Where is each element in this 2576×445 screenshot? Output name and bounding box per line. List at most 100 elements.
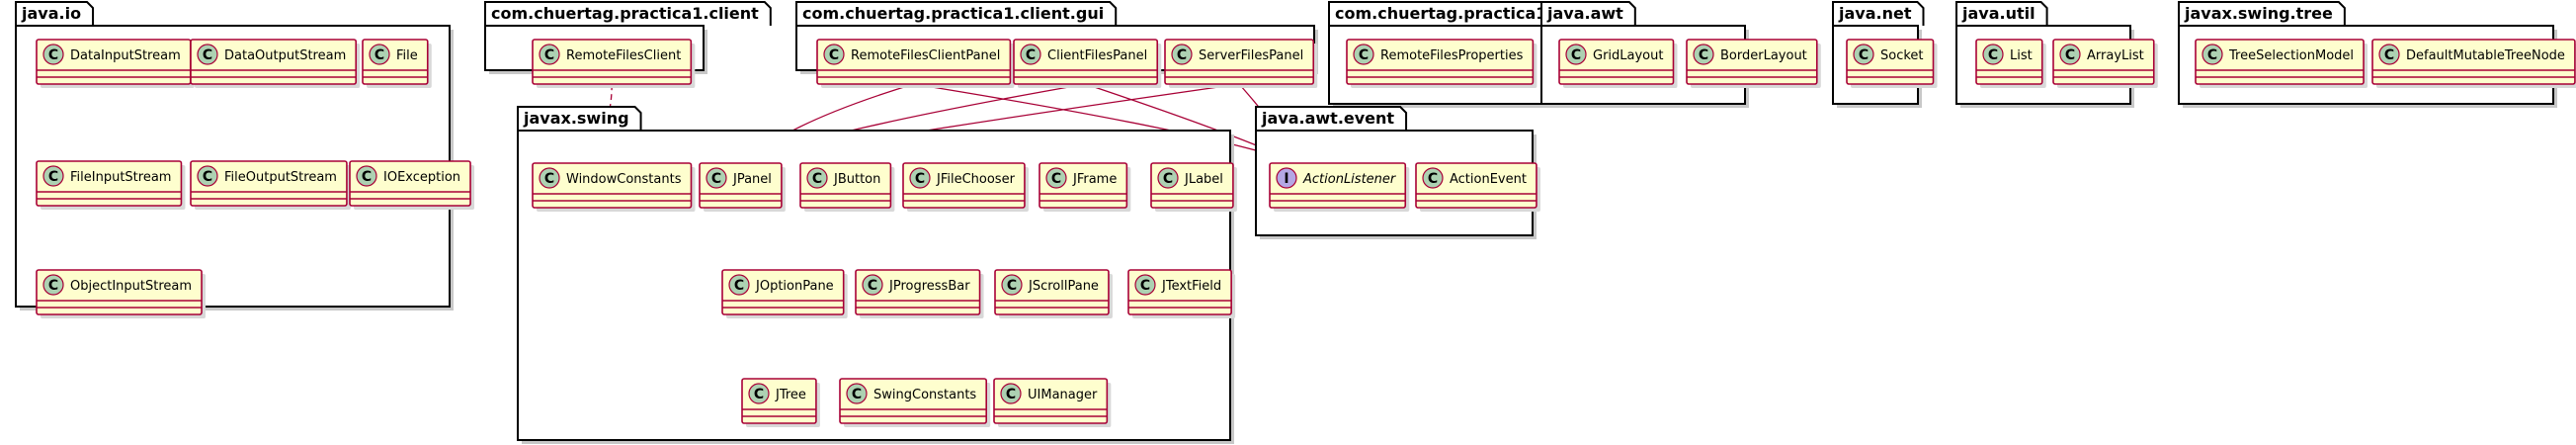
badge-letter: C: [1006, 387, 1016, 402]
class-badge-icon: [539, 44, 560, 65]
class-name: ObjectInputStream: [70, 279, 192, 294]
class-box: [1269, 162, 1407, 209]
badge-letter: C: [734, 278, 744, 294]
class-badge-icon: [1134, 274, 1156, 296]
package-label: com.chuertag.practica1: [1335, 4, 1546, 23]
badge-letter: C: [868, 278, 877, 294]
badge-letter: C: [1359, 47, 1369, 63]
package-tab: [15, 1, 95, 26]
class-name: RemoteFilesClient: [566, 48, 681, 63]
badge-letter: C: [1571, 47, 1581, 63]
class-name: FileInputStream: [70, 170, 171, 185]
class-box: [190, 39, 358, 85]
class-box: [839, 378, 988, 424]
class-badge-icon: [1353, 44, 1374, 65]
package-label: javax.swing: [523, 109, 629, 128]
badge-letter: C: [1007, 278, 1017, 294]
package-label: com.chuertag.practica1.client: [491, 4, 759, 23]
package-label: java.awt.event: [1261, 109, 1394, 128]
class-name: ArrayList: [2087, 48, 2144, 63]
class-name: JFileChooser: [936, 172, 1016, 187]
class-badge-icon: [42, 274, 64, 296]
class-badge-icon: [748, 383, 770, 404]
class-name: GridLayout: [1593, 48, 1663, 63]
class-name: JFrame: [1072, 172, 1117, 187]
class-jtext-field[interactable]: JTextField C: [1127, 269, 1236, 318]
badge-letter: C: [852, 387, 862, 402]
class-name: JTextField: [1161, 279, 1221, 294]
class-remote-files-properties[interactable]: RemoteFilesProperties C: [1346, 39, 1537, 88]
package-tab: [1540, 1, 1636, 26]
class-box: [1164, 39, 1315, 85]
class-box: [855, 269, 981, 315]
class-box: [36, 160, 183, 207]
class-name: UIManager: [1028, 388, 1098, 402]
class-array-list[interactable]: ArrayList C: [2052, 39, 2158, 88]
class-badge-icon: [1000, 383, 1022, 404]
class-jframe[interactable]: JFrame C: [1039, 162, 1131, 212]
class-name: Socket: [1880, 48, 1924, 63]
package-tab: [795, 1, 1118, 26]
class-name: RemoteFilesProperties: [1380, 48, 1524, 63]
class-badge-icon: [539, 167, 560, 189]
class-badge-icon: [1171, 44, 1193, 65]
badge-letter: C: [544, 47, 554, 63]
badge-letter: C: [829, 47, 839, 63]
class-file[interactable]: FileC: [362, 39, 432, 88]
class-name: JTree: [775, 388, 806, 402]
class-remote-files-client[interactable]: RemoteFilesClient C: [532, 39, 696, 88]
class-badge-icon: [1020, 44, 1041, 65]
class-name: ActionListener: [1302, 172, 1397, 187]
badge-letter: C: [2065, 47, 2075, 63]
class-badge-icon: [42, 165, 64, 187]
class-badge-icon: [728, 274, 750, 296]
badge-letter: C: [1140, 278, 1150, 294]
class-remote-files-client-panel[interactable]: RemoteFilesClientPanel C: [816, 39, 1015, 88]
class-box: [721, 269, 845, 315]
class-badge-icon: [1693, 44, 1714, 65]
class-jtree[interactable]: JTree C: [741, 378, 820, 427]
package-label: com.chuertag.practica1.client.gui: [802, 4, 1104, 23]
class-badge-icon: [862, 274, 883, 296]
class-badge-icon: [1853, 44, 1874, 65]
badge-letter: C: [1428, 171, 1438, 187]
class-badge-icon: [706, 167, 727, 189]
badge-letter: C: [1051, 171, 1061, 187]
class-name: RemoteFilesClientPanel: [851, 48, 1000, 63]
badge-letter: C: [754, 387, 764, 402]
package-tab: [1832, 1, 1925, 26]
package-label: java.net: [1838, 4, 1912, 23]
class-grid-layout[interactable]: GridLayout C: [1558, 39, 1678, 88]
class-box: [36, 269, 203, 315]
class-box: [1558, 39, 1675, 85]
class-badge-icon: [1045, 167, 1067, 189]
class-name: DefaultMutableTreeNode: [2406, 48, 2565, 63]
class-uimanager[interactable]: UIManager C: [993, 378, 1112, 427]
